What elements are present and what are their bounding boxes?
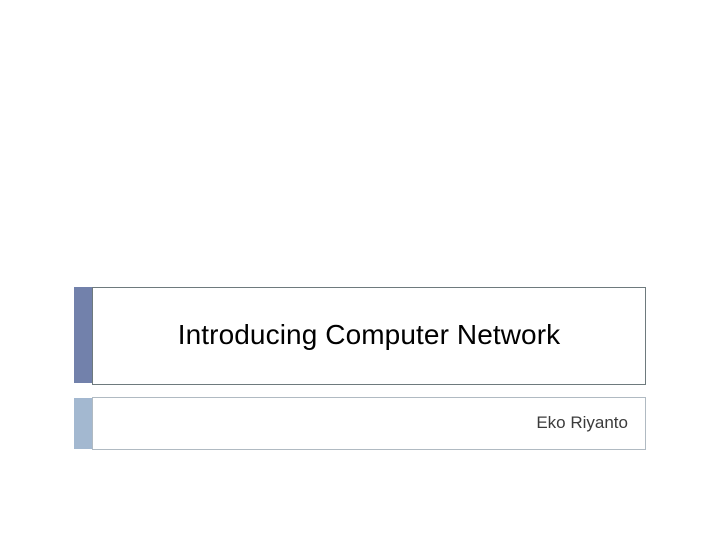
subtitle-text-box[interactable]: Eko Riyanto xyxy=(92,397,646,450)
subtitle-accent-bar xyxy=(74,398,92,449)
slide-title: Introducing Computer Network xyxy=(177,318,561,350)
slide-subtitle-author: Eko Riyanto xyxy=(536,413,628,433)
subtitle-placeholder[interactable]: Eko Riyanto xyxy=(74,397,647,451)
title-text-box[interactable]: Introducing Computer Network xyxy=(92,287,646,385)
title-accent-bar xyxy=(74,287,92,383)
title-placeholder[interactable]: Introducing Computer Network xyxy=(74,287,647,386)
